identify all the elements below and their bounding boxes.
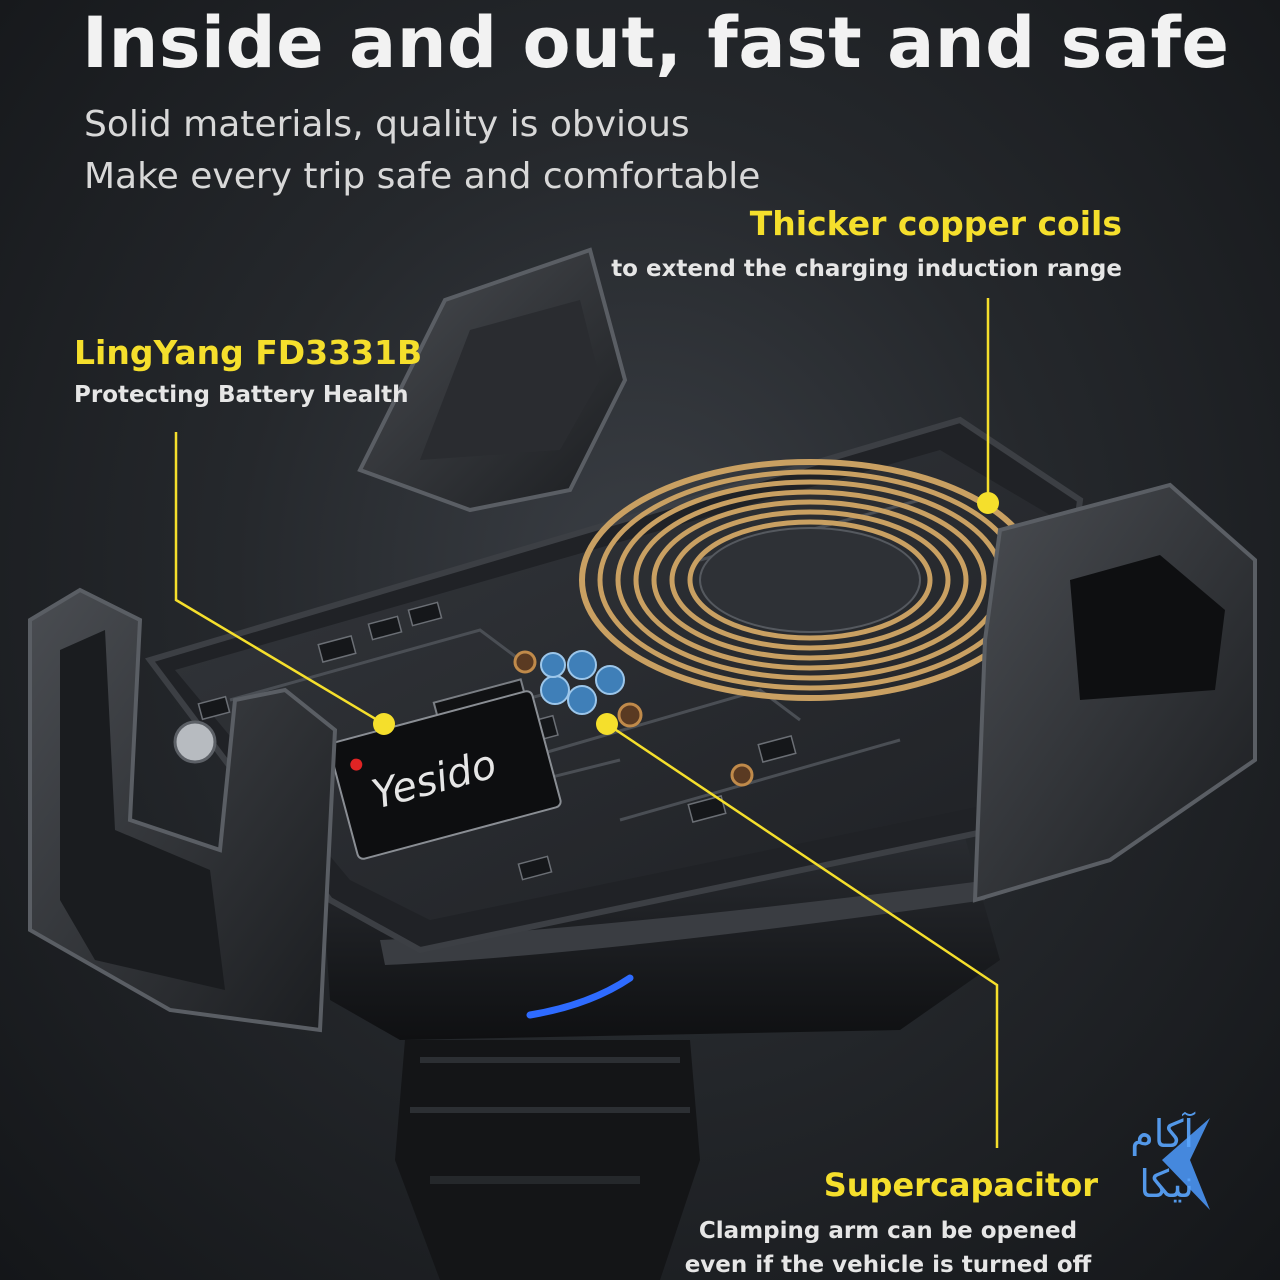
watermark-line-1: آکام — [1130, 1112, 1194, 1156]
chip-callout-desc: Protecting Battery Health — [74, 382, 409, 408]
top-clamp-grip — [420, 300, 600, 460]
chip-callout-title: LingYang FD3331B — [74, 333, 423, 372]
inductors — [513, 650, 754, 787]
base-rim — [380, 880, 990, 965]
watermark-line-2: نیکا — [1139, 1162, 1194, 1206]
callout-dots — [373, 492, 999, 735]
led-indicator — [526, 974, 634, 1019]
button-component — [173, 720, 217, 764]
subheadline-line-2: Make every trip safe and comfortable — [84, 156, 761, 197]
headline: Inside and out, fast and safe — [82, 2, 1230, 84]
left-clamp-inner — [60, 630, 225, 990]
coil-center — [699, 527, 921, 633]
subheadline-line-1: Solid materials, quality is obvious — [84, 104, 690, 145]
coils-callout-title: Thicker copper coils — [749, 204, 1122, 243]
coils-callout-desc: to extend the charging induction range — [611, 256, 1122, 282]
capacitor-callout-desc-line-1: Clamping arm can be opened — [698, 1218, 1078, 1244]
copper-coil — [579, 459, 1041, 701]
capacitor-callout-title: Supercapacitor — [823, 1166, 1098, 1204]
capacitor-callout-desc-line-2: even if the vehicle is turned off — [684, 1252, 1092, 1278]
callout-lines — [174, 298, 999, 1148]
mount-stem — [395, 1040, 700, 1280]
supercapacitors — [540, 650, 625, 715]
right-clamp-slot — [1070, 555, 1225, 700]
